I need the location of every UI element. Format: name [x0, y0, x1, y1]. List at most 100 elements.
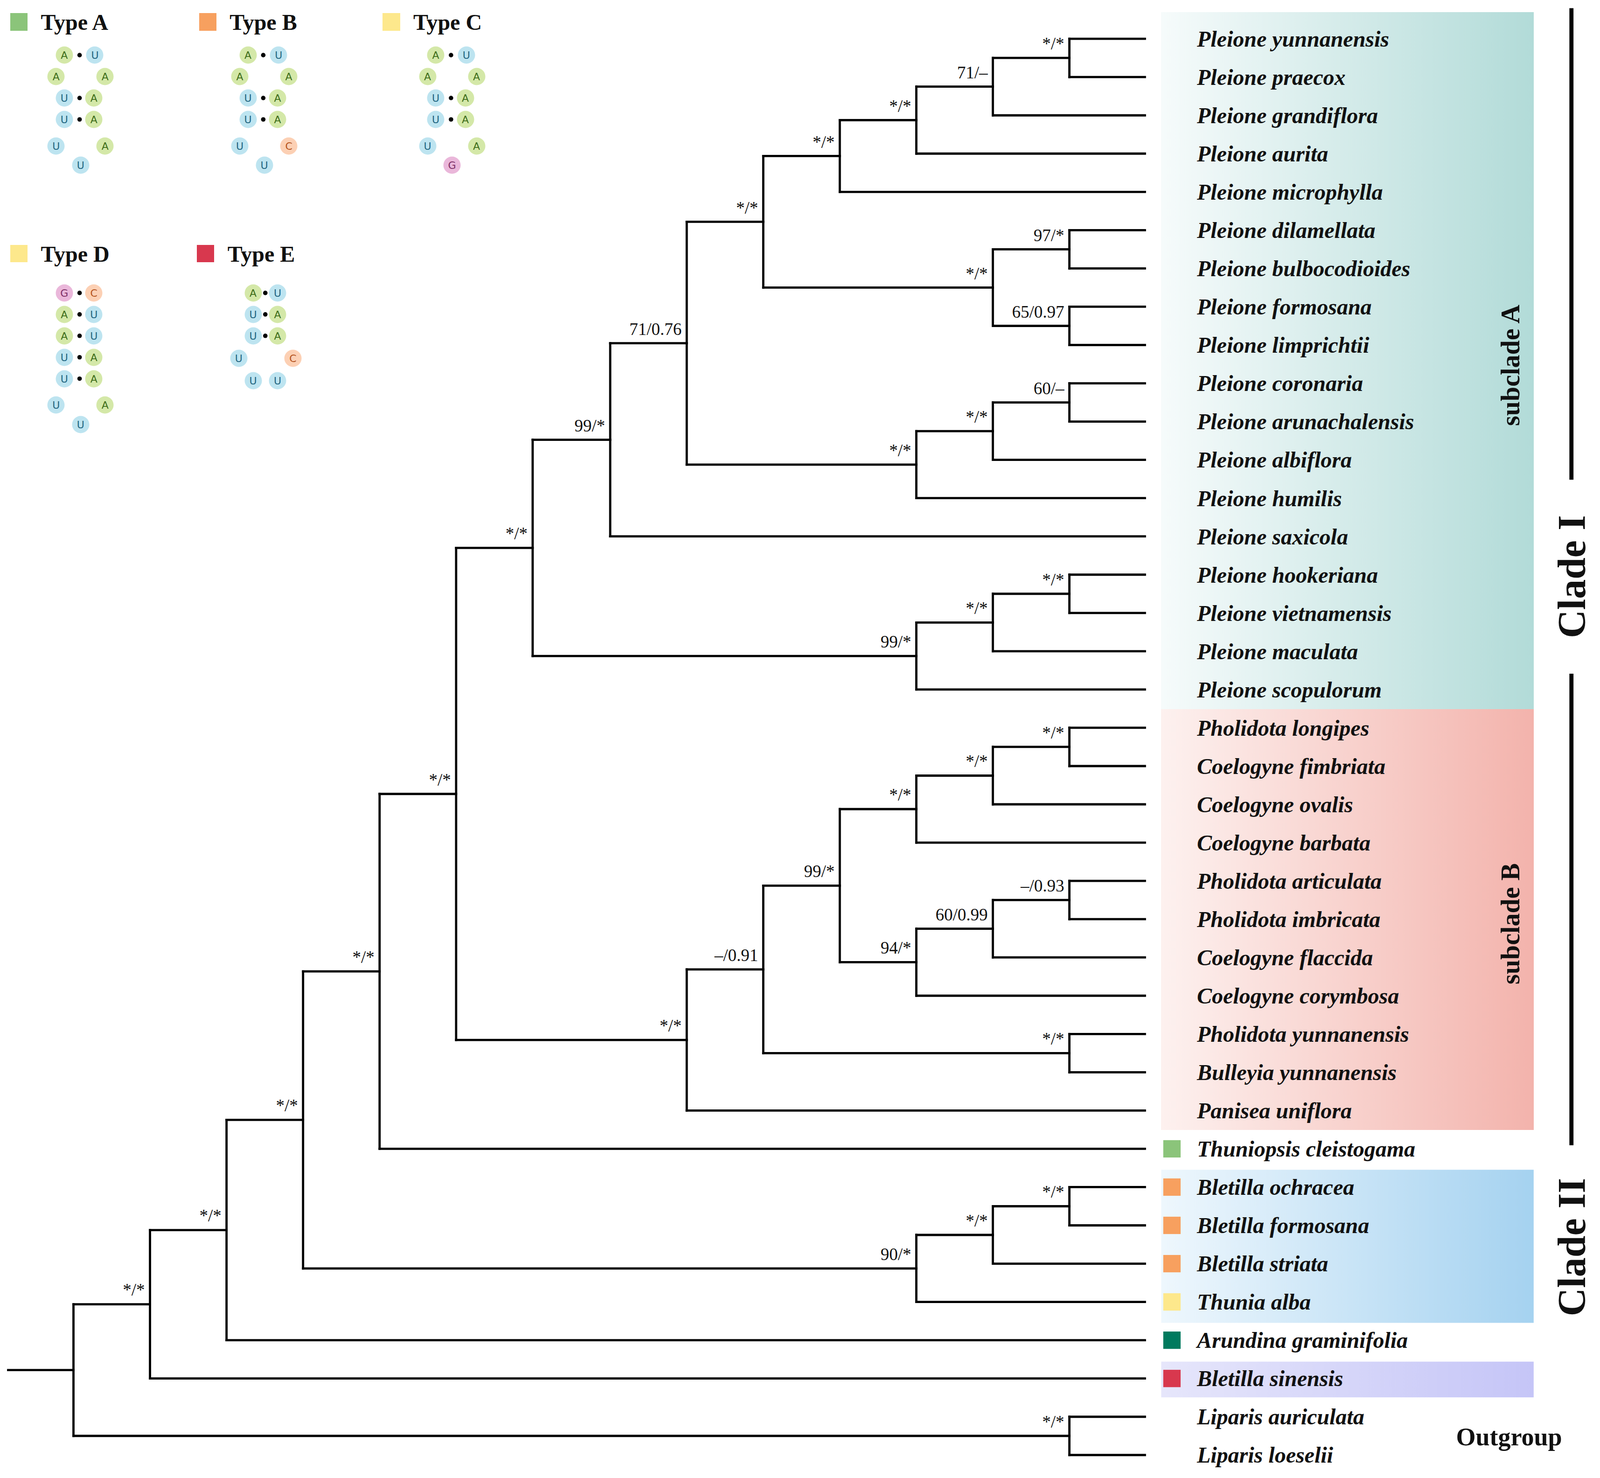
taxon-name: Pleione dilamellata	[1196, 217, 1376, 244]
taxon-name: Pleione maculata	[1196, 638, 1358, 664]
tree-branch	[73, 1302, 151, 1306]
legend-swatch	[10, 13, 28, 31]
legend-label: Type A	[41, 9, 109, 35]
nucleotide: U	[55, 89, 73, 107]
tree-branch	[992, 56, 1070, 60]
support-value: –/0.93	[1020, 875, 1065, 896]
support-value: */*	[965, 406, 988, 427]
tree-branch	[992, 745, 1070, 749]
support-value: 99/*	[804, 861, 835, 882]
type-marker	[1163, 1254, 1181, 1273]
clade-band	[1161, 1169, 1534, 1323]
taxon-name: Pleione saxicola	[1196, 523, 1349, 550]
legend-swatch	[382, 13, 400, 31]
support-value: 60/–	[1033, 378, 1065, 399]
nucleotide: A	[96, 396, 114, 414]
type-marker	[1163, 1369, 1181, 1387]
tree-branch	[379, 792, 457, 795]
taxon-name: Bletilla formosana	[1196, 1212, 1370, 1239]
support-value: 71/–	[957, 62, 988, 83]
nucleotide: U	[427, 89, 445, 107]
nucleotide: U	[47, 396, 65, 414]
tree-branch	[916, 688, 1145, 691]
nucleotide: A	[55, 305, 73, 323]
taxon-name: Coelogyne ovalis	[1196, 791, 1354, 817]
tree-branch	[839, 807, 917, 811]
nucleotide: U	[269, 284, 287, 302]
subclade-label: subclade B	[1495, 862, 1526, 985]
tree-branch	[763, 154, 840, 158]
nucleotide: A	[427, 46, 445, 64]
tree-branch	[839, 190, 1145, 194]
tree-branch	[1069, 267, 1146, 270]
taxon-name: Pleione grandiflora	[1196, 102, 1378, 129]
nucleotide: U	[427, 110, 445, 128]
legend-label: Type B	[229, 9, 297, 35]
tree-branch	[992, 458, 1145, 461]
base-pair-dot	[77, 290, 83, 296]
support-value: 97/*	[1033, 225, 1065, 246]
clade-label: Clade I	[1548, 514, 1594, 639]
clade-band	[1161, 1361, 1534, 1398]
support-value: */*	[736, 197, 759, 218]
taxon-name: Arundina graminifolia	[1196, 1327, 1408, 1353]
support-value: */*	[199, 1205, 222, 1226]
support-value: */*	[1042, 569, 1065, 590]
base-pair-dot	[448, 95, 454, 101]
tree-branch	[1069, 573, 1146, 576]
nucleotide: U	[270, 46, 288, 64]
nucleotide: A	[244, 284, 262, 302]
tree-branch	[686, 1109, 1145, 1112]
taxon-name: Pleione hookeriana	[1196, 561, 1378, 588]
taxon-name: Pleione coronaria	[1196, 370, 1364, 397]
nucleotide: U	[85, 305, 103, 323]
base-pair-dot	[77, 117, 83, 122]
tree-branch	[916, 621, 993, 624]
taxon-name: Bletilla ochracea	[1196, 1174, 1355, 1200]
tree-branch	[226, 1118, 304, 1121]
nucleotide: U	[418, 137, 437, 155]
tree-branch	[916, 496, 1145, 500]
clade-bar	[1569, 675, 1574, 1143]
nucleotide: A	[96, 68, 114, 86]
support-value: */*	[965, 263, 988, 284]
tree-branch	[1069, 1071, 1146, 1074]
nucleotide: C	[284, 349, 302, 367]
support-value: */*	[1042, 1181, 1065, 1202]
taxon-name: Coelogyne flaccida	[1196, 944, 1373, 970]
nucleotide: U	[85, 326, 103, 345]
taxon-name: Pholidota articulata	[1196, 867, 1382, 894]
tree-branch	[916, 927, 993, 930]
tree-branch	[73, 1434, 1070, 1437]
tree-branch	[150, 1228, 227, 1232]
tree-branch	[992, 324, 1070, 327]
nucleotide: U	[255, 156, 273, 174]
taxon-name: Pholidota yunnanensis	[1196, 1020, 1410, 1047]
taxon-name: Pleione yunnanensis	[1196, 26, 1390, 52]
support-value: 99/*	[574, 415, 606, 436]
taxon-name: Pleione microphylla	[1196, 179, 1384, 205]
support-value: 60/0.99	[935, 904, 988, 925]
nucleotide: A	[239, 46, 257, 64]
taxon-name: Coelogyne barbata	[1196, 829, 1371, 856]
taxon-name: Bletilla sinensis	[1196, 1365, 1343, 1392]
support-value: */*	[1042, 1028, 1065, 1049]
tree-branch	[916, 994, 1145, 997]
nucleotide: A	[269, 110, 287, 128]
taxon-name: Panisea uniflora	[1196, 1097, 1352, 1124]
support-value: */*	[659, 1015, 682, 1036]
nucleotide: A	[467, 68, 486, 86]
taxon-name: Pholidota longipes	[1196, 714, 1370, 741]
tree-branch	[1069, 382, 1146, 385]
nucleotide: A	[269, 89, 287, 107]
tree-branch	[610, 341, 687, 345]
support-value: */*	[1042, 722, 1065, 743]
base-pair-dot	[77, 354, 83, 360]
nucleotide: A	[55, 46, 73, 64]
base-pair-dot	[261, 52, 266, 58]
tree-branch	[916, 1300, 1145, 1303]
tree-branch	[1069, 765, 1146, 768]
support-value: 65/0.97	[1012, 301, 1065, 322]
tree-branch	[992, 956, 1145, 959]
